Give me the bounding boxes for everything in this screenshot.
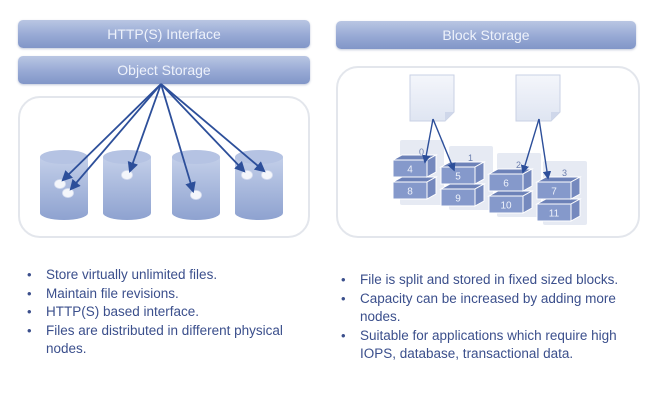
- block-side-face: [522, 168, 533, 192]
- block-number: 9: [455, 194, 461, 205]
- cylinder-body: [40, 157, 88, 220]
- stored-object-icon: [190, 190, 202, 200]
- block-number: 6: [503, 179, 509, 190]
- block-split-arrow: [538, 118, 552, 180]
- object-bullet-item: • Maintain file revisions.: [26, 285, 316, 304]
- block-number: 5: [455, 172, 461, 183]
- data-block: 10: [487, 190, 534, 214]
- object-bullet-item: • Store virtually unlimited files.: [26, 266, 316, 285]
- stored-object-icon: [241, 170, 253, 180]
- bullet-icon: •: [341, 272, 346, 287]
- block-bullet-item: • Suitable for applications which require…: [340, 327, 640, 364]
- bullet-icon: •: [341, 327, 346, 343]
- cylinder-top: [103, 150, 151, 164]
- bullet-icon: •: [341, 290, 346, 306]
- distribution-arrow: [160, 83, 246, 173]
- block-split-arrow: [422, 118, 434, 164]
- bullet-text: Suitable for applications which require …: [360, 327, 617, 362]
- block-split-arrow: [432, 118, 456, 172]
- node-label: 0: [419, 147, 424, 157]
- bullet-icon: •: [27, 322, 32, 338]
- object-bullet-item: • Files are distributed in different phys…: [26, 322, 316, 359]
- bullet-text: HTTP(S) based interface.: [46, 304, 200, 319]
- bullet-text: Files are distributed in different physi…: [46, 322, 283, 357]
- cylinder-top: [235, 150, 283, 164]
- cylinder-body: [172, 157, 220, 220]
- http-interface-bar: HTTP(S) Interface: [18, 20, 310, 48]
- distribution-arrow: [127, 83, 162, 174]
- data-block: 9: [439, 183, 486, 207]
- bullet-icon: •: [27, 285, 32, 301]
- object-bullet-item: • HTTP(S) based interface.: [26, 303, 316, 322]
- block-side-face: [426, 176, 437, 200]
- block-side-face: [570, 176, 581, 200]
- object-storage-bullets: • Store virtually unlimited files. • Mainta…: [26, 266, 316, 359]
- storage-node-cylinder: [103, 150, 151, 220]
- data-block: 5: [439, 161, 486, 185]
- block-storage-bar: Block Storage: [336, 21, 636, 49]
- data-block: 6: [487, 168, 534, 192]
- stored-object-icon: [62, 188, 74, 198]
- block-number: 11: [549, 209, 560, 220]
- bullet-text: Store virtually unlimited files.: [46, 267, 218, 282]
- node-label: 3: [562, 168, 567, 178]
- block-side-face: [522, 190, 533, 214]
- bullet-icon: •: [27, 304, 32, 319]
- node-label: 1: [468, 153, 473, 163]
- block-number: 10: [500, 201, 512, 212]
- block-side-face: [474, 183, 485, 207]
- block-bullet-item: • File is split and stored in fixed sized…: [340, 271, 640, 290]
- object-storage-bar: Object Storage: [18, 56, 310, 84]
- distribution-arrow: [69, 83, 162, 191]
- page-fold: [445, 112, 454, 121]
- storage-node-cylinder: [40, 150, 88, 220]
- distribution-arrow: [61, 83, 162, 182]
- cylinder-top: [40, 150, 88, 164]
- storage-node-cylinder: [172, 150, 220, 220]
- data-block: 11: [535, 198, 582, 222]
- cylinder-body: [103, 157, 151, 220]
- distribution-arrow: [160, 83, 266, 173]
- block-number: 8: [407, 187, 413, 198]
- block-storage-bullets: • File is split and stored in fixed sized…: [340, 271, 640, 364]
- block-side-face: [570, 198, 581, 222]
- stored-object-icon: [121, 170, 133, 180]
- block-number: 7: [551, 187, 557, 198]
- data-block: 7: [535, 176, 582, 200]
- stored-object-icon: [54, 179, 66, 189]
- bullet-icon: •: [27, 267, 32, 282]
- distribution-arrow: [160, 83, 196, 194]
- block-side-face: [474, 161, 485, 185]
- data-block: 4: [391, 154, 438, 178]
- node-label: 2: [516, 160, 521, 170]
- bullet-text: Capacity can be increased by adding more…: [360, 290, 616, 325]
- stored-object-icon: [261, 170, 273, 180]
- block-split-arrow: [520, 118, 540, 174]
- bullet-text: File is split and stored in fixed sized …: [360, 272, 619, 287]
- bullet-text: Maintain file revisions.: [46, 285, 179, 301]
- storage-node-cylinder: [235, 150, 283, 220]
- data-block: 8: [391, 176, 438, 200]
- block-number: 4: [407, 165, 413, 176]
- block-bullet-item: • Capacity can be increased by adding mor…: [340, 290, 640, 327]
- page-fold: [551, 112, 560, 121]
- cylinder-top: [172, 150, 220, 164]
